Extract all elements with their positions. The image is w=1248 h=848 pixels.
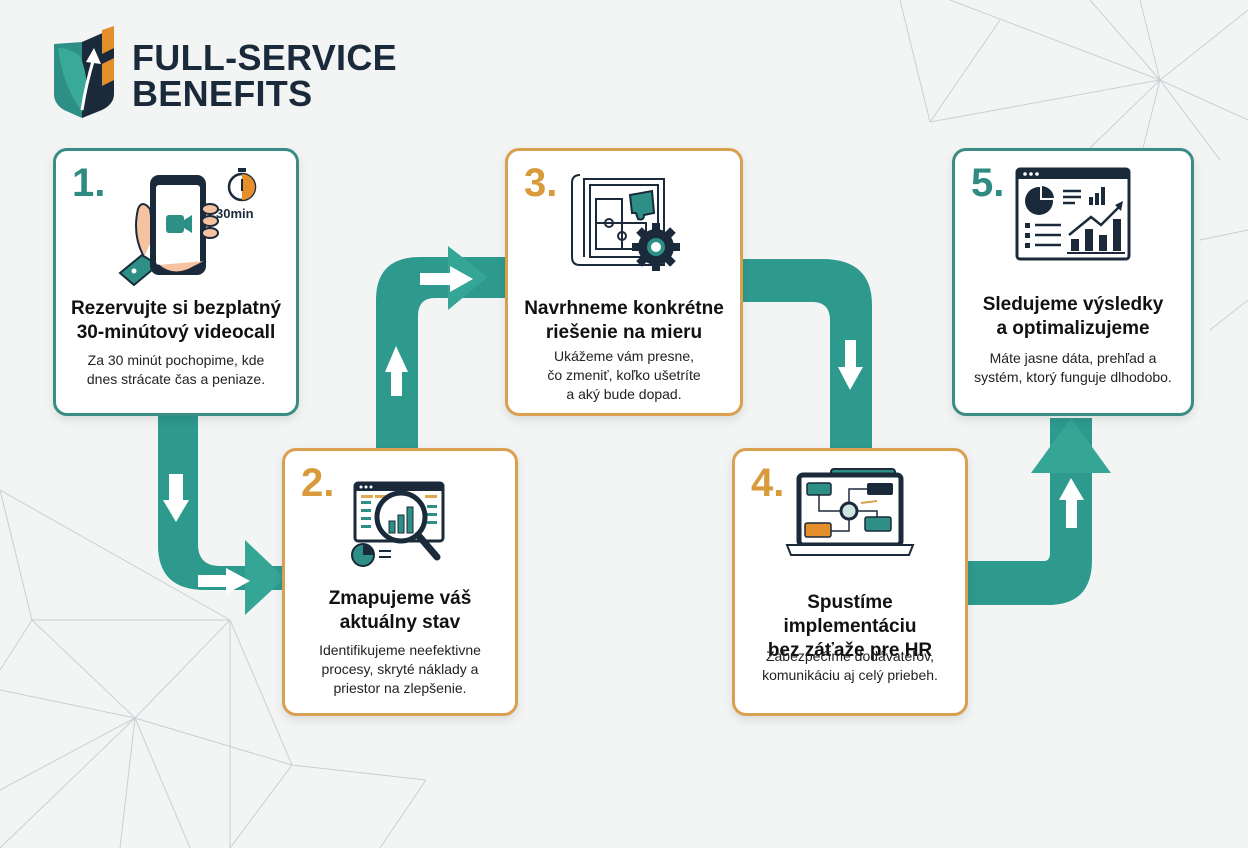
step-card-2: 2. Zmapujeme váš aktuálny stav Identifik… [282, 448, 518, 716]
arrowhead-up [1031, 418, 1111, 473]
arrow-right-glyph [198, 575, 228, 587]
step-description-line: čo zmeniť, koľko ušetríte [547, 367, 701, 383]
dashboard-charts-icon [1015, 167, 1131, 261]
step-description-line: Máte jasne dáta, prehľad a [989, 350, 1157, 366]
step-description-line: procesy, skryté náklady a [321, 661, 479, 677]
step-description: Ukážeme vám presne, čo zmeniť, koľko uše… [514, 347, 734, 404]
step-number: 5. [971, 161, 1005, 205]
step-card-5: 5. Sledujeme výsledky a optimalizujeme M… [952, 148, 1194, 416]
step-title-line: a optimalizujeme [996, 318, 1150, 339]
step-description-line: priestor na zlepšenie. [333, 680, 467, 696]
brand-title: FULL-SERVICE BENEFITS [132, 40, 397, 112]
step-title: Rezervujte si bezplatný 30-minútový vide… [62, 297, 290, 345]
step-number: 4. [751, 461, 785, 505]
arrow-right-glyph [420, 273, 452, 285]
step-number: 3. [524, 161, 558, 205]
step-description-line: Ukážeme vám presne, [553, 348, 695, 364]
laptop-workflow-icon [785, 468, 915, 556]
logo-icon [54, 26, 114, 118]
step-title-line: riešenie na mieru [545, 322, 703, 343]
blueprint-puzzle-gear-icon [571, 174, 680, 271]
step-description: Identifikujeme neefektivne procesy, skry… [291, 641, 509, 698]
step-card-3: 3. [505, 148, 743, 416]
arrow-down-glyph [169, 474, 183, 506]
step-number: 1. [72, 161, 106, 205]
step-title-line: Zmapujeme váš [328, 588, 472, 609]
step-title-line: Sledujeme výsledky [982, 294, 1164, 315]
step-description-line: komunikáciu aj celý priebeh. [762, 667, 938, 683]
step-description-line: Zabezpečíme dodávateľov, [765, 648, 935, 664]
step-card-4: 4. Spustíme implementáciu bez záťaže pre… [732, 448, 968, 716]
step-title: Zmapujeme váš aktuálny stav [291, 587, 509, 635]
arrow-up-glyph [391, 368, 402, 396]
connector-3-to-4 [740, 259, 872, 448]
step-title: Spustíme implementáciu bez záťaže pre HR [741, 591, 959, 663]
step-description-line: Identifikujeme neefektivne [319, 642, 481, 658]
brand-title-line2: BENEFITS [132, 73, 313, 114]
step-description-line: dnes strácate čas a peniaze. [86, 371, 266, 387]
step-card-1: 1. 30min Rezervujte si bezplatný 30-minú… [53, 148, 299, 416]
connector-2-to-3 [376, 246, 508, 450]
step-title-line: 30-minútový videocall [76, 322, 276, 343]
step-title: Sledujeme výsledky a optimalizujeme [961, 293, 1185, 341]
arrow-down-glyph [845, 340, 856, 370]
connector-4-to-5 [965, 418, 1111, 605]
step-title-line: bez záťaže pre HR [767, 640, 933, 661]
arrowhead-right [245, 540, 285, 615]
step-description-line: systém, ktorý funguje dlhodobo. [974, 369, 1172, 385]
step-description: Máte jasne dáta, prehľad a systém, ktorý… [961, 349, 1185, 387]
step-title-line: aktuálny stav [339, 612, 461, 633]
brand-title-line1: FULL-SERVICE [132, 37, 397, 78]
step-description-line: Za 30 minút pochopime, kde [87, 352, 265, 368]
step-description: Za 30 minút pochopime, kde dnes strácate… [62, 351, 290, 389]
step-description: Zabezpečíme dodávateľov, komunikáciu aj … [741, 647, 959, 685]
timer-label: 30min [216, 206, 254, 221]
connector-1-to-2 [158, 410, 285, 615]
step-title-line: Spustíme implementáciu [783, 592, 917, 637]
step-title: Navrhneme konkrétne riešenie na mieru [514, 297, 734, 345]
arrow-up-glyph [1066, 496, 1077, 528]
step-title-line: Rezervujte si bezplatný [70, 298, 282, 319]
step-number: 2. [301, 461, 335, 505]
magnifier-analytics-icon [351, 481, 445, 567]
phone-videocall-icon [118, 168, 257, 287]
step-description-line: a aký bude dopad. [566, 386, 682, 402]
step-title-line: Navrhneme konkrétne [524, 298, 724, 319]
